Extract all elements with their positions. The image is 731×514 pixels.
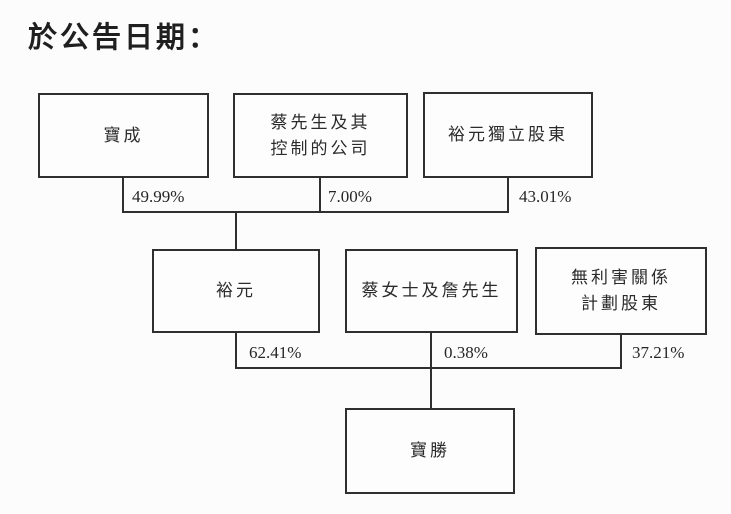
connector-bus-to-yue-yuen bbox=[122, 211, 509, 213]
connector-disinterested-drop bbox=[620, 334, 622, 369]
connector-tsai-chan-drop bbox=[430, 332, 432, 409]
ownership-label-tsai-companies: 7.00% bbox=[328, 187, 372, 206]
connector-yy-independent-drop bbox=[507, 177, 509, 213]
node-tsai-chan-label: 蔡女士及詹先生 bbox=[361, 281, 502, 300]
node-yue-yuen: 裕元 bbox=[152, 249, 320, 333]
ownership-label-disinterested: 37.21% bbox=[632, 343, 685, 362]
connector-bus-to-pou-sheng bbox=[235, 367, 622, 369]
connector-yue-yuen-drop bbox=[235, 332, 237, 369]
ownership-label-yue-yuen: 62.41% bbox=[249, 343, 302, 362]
node-yy-independent: 裕元獨立股東 bbox=[423, 92, 593, 178]
ownership-label-tsai-chan: 0.38% bbox=[444, 343, 488, 362]
node-tsai-chan: 蔡女士及詹先生 bbox=[345, 249, 518, 333]
node-tsai-companies: 蔡先生及其 控制的公司 bbox=[233, 93, 408, 178]
node-yy-independent-label: 裕元獨立股東 bbox=[448, 125, 568, 144]
node-disinterested: 無利害關係 計劃股東 bbox=[535, 247, 707, 335]
node-tsai-companies-label: 蔡先生及其 控制的公司 bbox=[270, 112, 371, 158]
ownership-label-yy-independent: 43.01% bbox=[519, 187, 572, 206]
node-yue-yuen-label: 裕元 bbox=[216, 281, 256, 300]
node-pou-sheng-label: 寶勝 bbox=[410, 441, 450, 460]
node-pou-chen: 寶成 bbox=[38, 93, 209, 178]
node-pou-chen-label: 寶成 bbox=[103, 125, 144, 145]
connector-tsai-companies-drop bbox=[319, 177, 321, 213]
node-pou-sheng: 寶勝 bbox=[345, 408, 515, 494]
connector-into-yue-yuen bbox=[235, 211, 237, 250]
node-disinterested-label: 無利害關係 計劃股東 bbox=[571, 268, 671, 313]
page-title: 於公告日期： bbox=[28, 22, 221, 54]
ownership-label-pou-chen: 49.99% bbox=[132, 187, 185, 206]
connector-pou-chen-drop bbox=[122, 177, 124, 213]
